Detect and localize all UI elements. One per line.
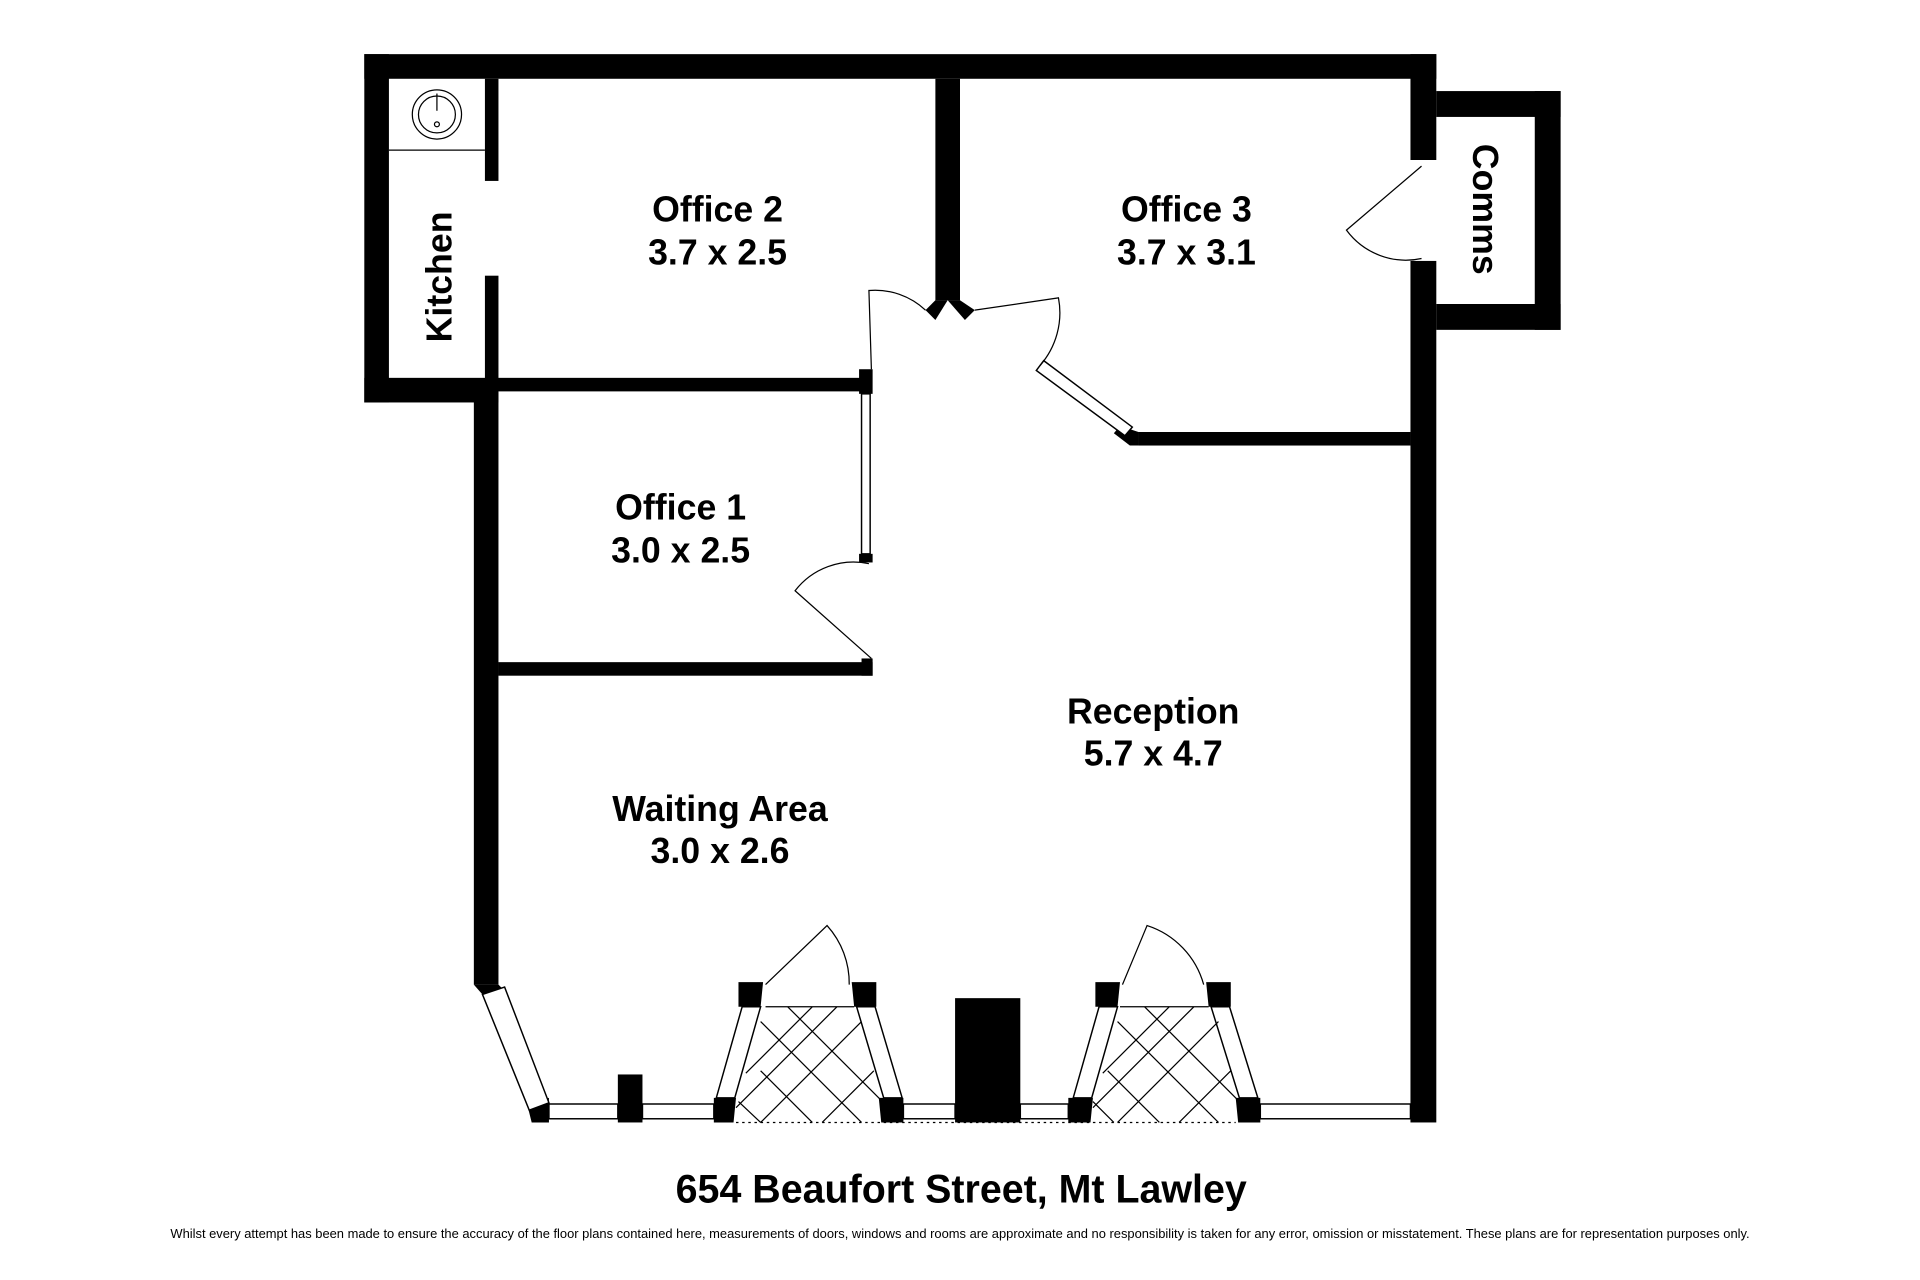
property-address: 654 Beaufort Street, Mt Lawley bbox=[676, 1167, 1247, 1211]
room-comms-name: Comms bbox=[1465, 144, 1505, 275]
room-office-1-name: Office 1 bbox=[615, 487, 746, 527]
room-kitchen-name: Kitchen bbox=[420, 211, 460, 342]
doors bbox=[736, 165, 1422, 1124]
disclaimer: Whilst every attempt has been made to en… bbox=[170, 1226, 1749, 1241]
kitchen-sink bbox=[388, 89, 485, 151]
room-waiting-area-size: 3.0 x 2.6 bbox=[651, 831, 790, 871]
room-office-3-size: 3.7 x 3.1 bbox=[1117, 233, 1256, 273]
room-reception-size: 5.7 x 4.7 bbox=[1084, 734, 1223, 774]
room-office-2-size: 3.7 x 2.5 bbox=[648, 233, 787, 273]
room-office-1-size: 3.0 x 2.5 bbox=[611, 530, 750, 570]
windows bbox=[481, 359, 1412, 1120]
sink-icon bbox=[411, 89, 463, 140]
room-office-2-name: Office 2 bbox=[652, 190, 783, 230]
walls bbox=[364, 54, 1561, 1123]
room-reception-name: Reception bbox=[1067, 692, 1240, 732]
room-waiting-area-name: Waiting Area bbox=[612, 789, 829, 829]
floor-tiles bbox=[735, 1006, 1242, 1123]
room-office-3-name: Office 3 bbox=[1121, 190, 1252, 230]
